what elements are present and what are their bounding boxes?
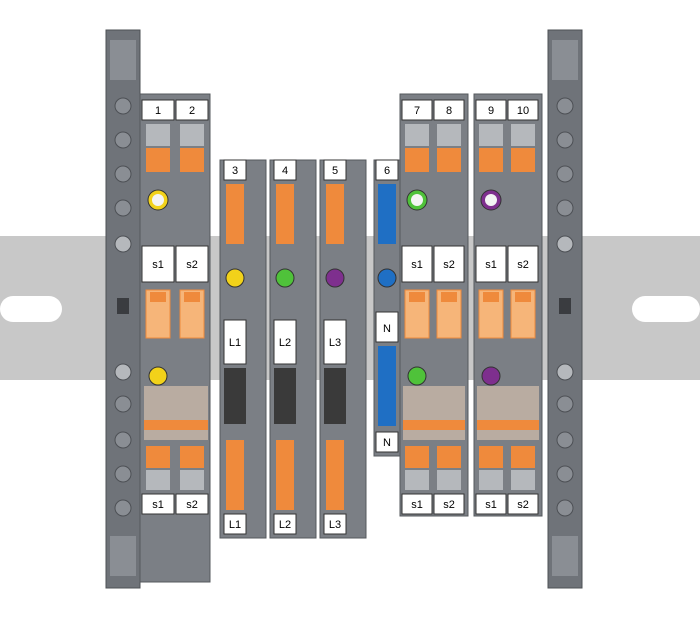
disconnect-block — [224, 368, 246, 424]
phase-block-l2: 4 L2 L2 — [269, 159, 317, 539]
s-label: s1 — [485, 259, 497, 271]
terminal-number: 6 — [384, 165, 390, 177]
phase-block-l3: 5 L3 L3 — [319, 159, 367, 539]
phase-label: L3 — [329, 337, 341, 349]
switch-module-right-b: 9 10 s1 s2 s1 s2 — [473, 93, 543, 517]
s-label: s2 — [443, 259, 455, 271]
bottom-label: s2 — [517, 499, 529, 511]
purple-marker-icon — [481, 366, 501, 386]
neutral-block: 6 N N — [373, 159, 401, 457]
terminal-number: 3 — [232, 165, 238, 177]
screw-icon — [556, 363, 574, 381]
bottom-label: L2 — [279, 519, 291, 531]
switch-module-right-a: 7 8 s1 s2 s1 s2 — [399, 93, 469, 517]
terminal-number: 2 — [189, 105, 195, 117]
bottom-label: s1 — [485, 499, 497, 511]
bottom-label: L1 — [229, 519, 241, 531]
terminal-number: 5 — [332, 165, 338, 177]
end-bracket-right — [547, 29, 583, 589]
blue-marker-icon — [377, 268, 397, 288]
bottom-label: N — [383, 437, 391, 449]
s-label: s2 — [186, 259, 198, 271]
end-bracket-left — [105, 29, 141, 589]
s-label: s1 — [411, 259, 423, 271]
bottom-label: s1 — [152, 499, 164, 511]
phase-label: N — [383, 323, 391, 335]
switch-module-left: 1 2 s1 s2 s1 s2 — [139, 93, 211, 583]
terminal-number: 10 — [517, 105, 529, 117]
terminal-number: 1 — [155, 105, 161, 117]
terminal-number: 9 — [488, 105, 494, 117]
yellow-marker-icon — [225, 268, 245, 288]
bottom-label: s2 — [443, 499, 455, 511]
s-label: s1 — [152, 259, 164, 271]
phase-block-l1: 3 L1 L1 — [219, 159, 267, 539]
bottom-label: s2 — [186, 499, 198, 511]
s-label: s2 — [517, 259, 529, 271]
terminal-number: 7 — [414, 105, 420, 117]
bottom-label: L3 — [329, 519, 341, 531]
rail-slot-left — [0, 296, 62, 322]
terminal-number: 8 — [446, 105, 452, 117]
disconnect-block — [324, 368, 346, 424]
purple-marker-icon — [325, 268, 345, 288]
screw-icon — [114, 235, 132, 253]
disconnect-block — [274, 368, 296, 424]
release-lever — [117, 298, 129, 314]
release-lever — [559, 298, 571, 314]
screw-icon — [556, 235, 574, 253]
phase-label: L2 — [279, 337, 291, 349]
green-marker-icon — [407, 366, 427, 386]
bottom-label: s1 — [411, 499, 423, 511]
rail-slot-right — [632, 296, 700, 322]
green-marker-icon — [275, 268, 295, 288]
terminal-number: 4 — [282, 165, 288, 177]
phase-label: L1 — [229, 337, 241, 349]
yellow-marker-icon — [148, 366, 168, 386]
screw-icon — [114, 363, 132, 381]
